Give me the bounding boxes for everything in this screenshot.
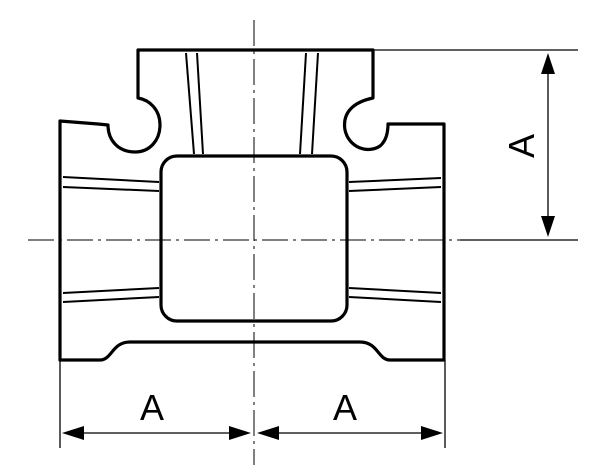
dimension-label-bottom-left: A — [140, 387, 164, 428]
bottom-left-dimension: A — [62, 387, 251, 440]
top-branch-threads — [185, 52, 319, 155]
left-run-threads — [62, 176, 160, 303]
dimension-arrow-left — [62, 426, 84, 440]
dimension-arrow-right — [229, 426, 251, 440]
bottom-right-dimension: A — [257, 387, 443, 440]
dimension-arrow-down — [541, 216, 555, 237]
dimension-label-vertical: A — [501, 134, 542, 158]
dimension-arrow-left — [257, 426, 279, 440]
dimension-label-bottom-right: A — [333, 387, 357, 428]
right-run-threads — [348, 177, 442, 303]
vertical-dimension: A — [501, 53, 555, 237]
fitting-inner-cavity — [159, 154, 349, 323]
dimension-arrow-up — [541, 53, 555, 74]
dimension-arrow-right — [421, 426, 443, 440]
fitting-outer-outline — [58, 48, 446, 362]
